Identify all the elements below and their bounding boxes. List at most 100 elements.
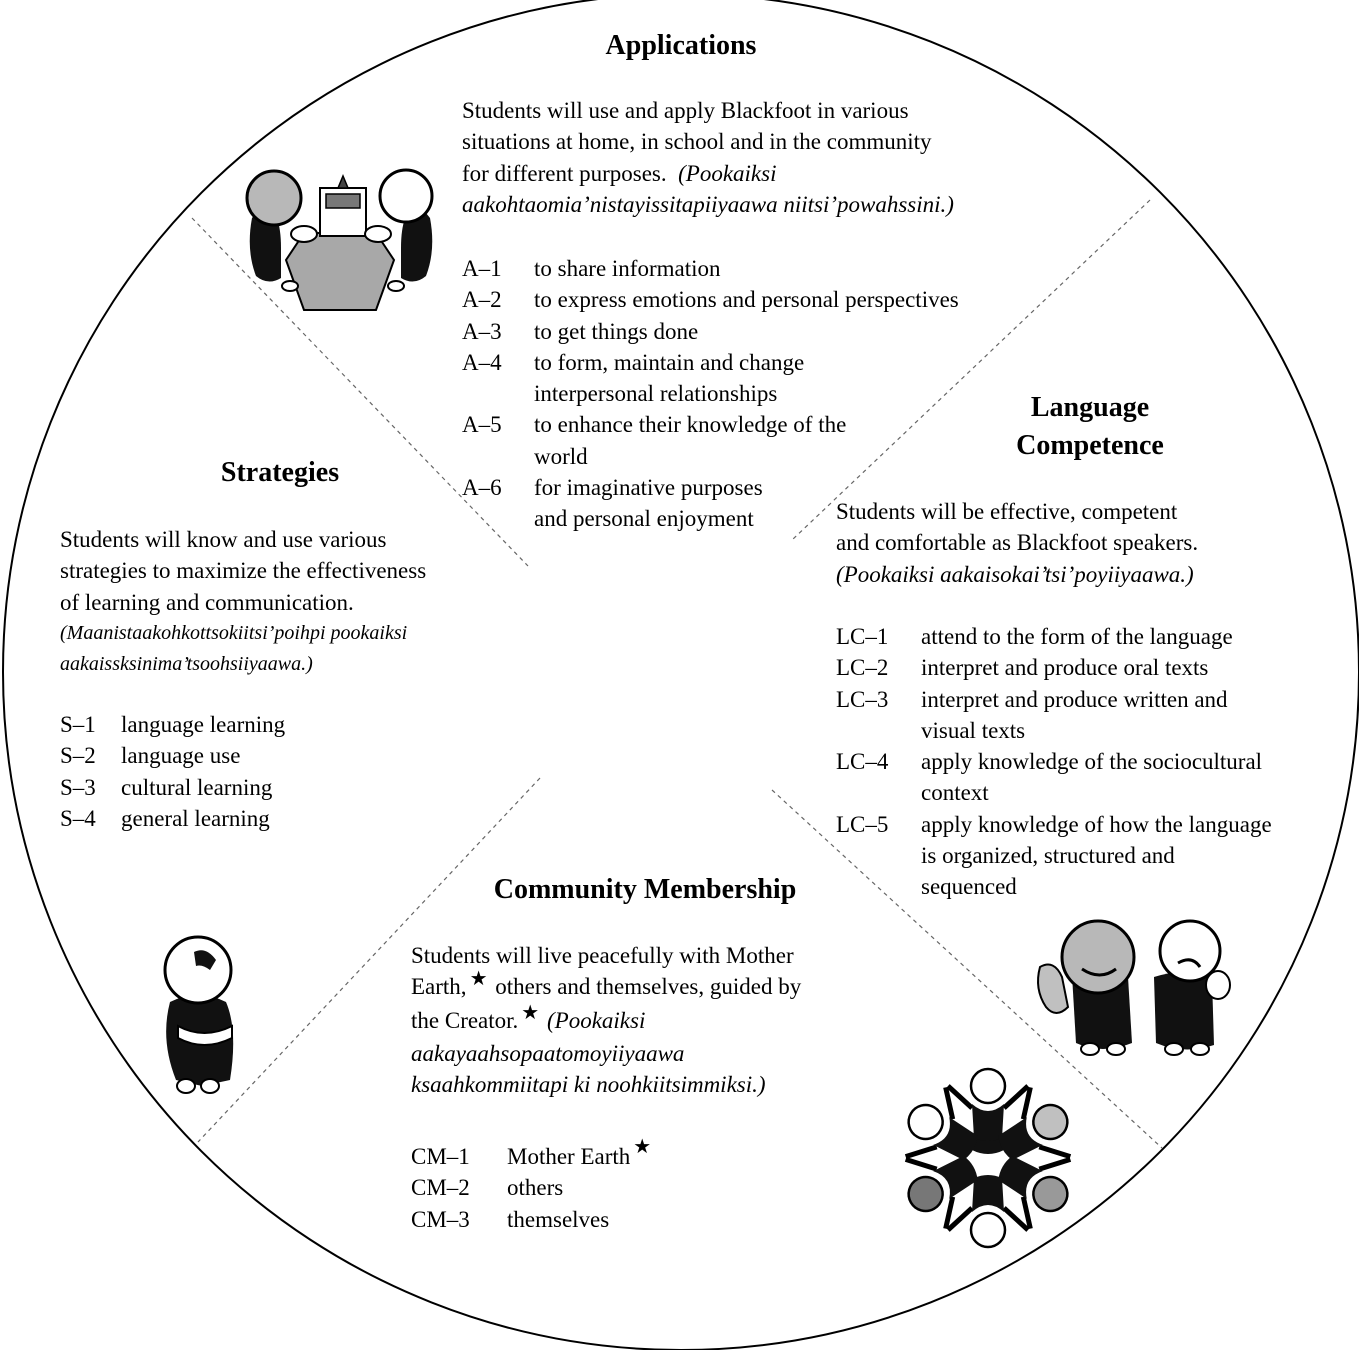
- desc-line: Students will be effective, competent: [836, 499, 1178, 524]
- thinking-person-icon: [163, 935, 234, 1094]
- outcome-text: themselves: [507, 1206, 610, 1232]
- strategies-description: Students will know and use various strat…: [60, 524, 426, 680]
- desc-line-text: for different purposes.: [462, 160, 667, 186]
- divider-top-right: [791, 199, 1151, 541]
- community-membership-title: Community Membership: [493, 874, 797, 905]
- language-competence-title: Language Competence: [990, 389, 1190, 465]
- outcome-code: LC–3: [836, 686, 889, 712]
- outcome-code: CM–1: [411, 1144, 470, 1169]
- outcome-text: Mother Earth: [507, 1144, 631, 1169]
- outcome-item: CM–3 themselves: [411, 1204, 653, 1235]
- strategies-outcomes-list: S–1 language learning S–2 language use S–3…: [60, 709, 285, 834]
- blackfoot-translation: (Pookaiksi: [546, 1007, 646, 1033]
- outcome-item: LC–4 apply knowledge of the sociocultural…: [836, 746, 1272, 809]
- outcome-text: to get things done: [534, 318, 699, 344]
- desc-line: of learning and communication.: [60, 589, 354, 615]
- outcome-text: to share information: [534, 256, 721, 281]
- outcome-code: CM–2: [411, 1175, 470, 1201]
- outcome-text: general learning: [121, 805, 270, 831]
- desc-line: and comfortable as Blackfoot speakers.: [836, 530, 1199, 556]
- blackfoot-translation: (Maanistaakohkottsokiitsi’poihpi pookaik…: [60, 621, 408, 644]
- outcome-text: for imaginative purposes: [534, 475, 763, 501]
- outcome-text: context: [921, 780, 989, 806]
- outcome-code: CM–3: [411, 1206, 470, 1232]
- people-at-table-icon: [245, 168, 434, 311]
- outcome-text: language learning: [121, 712, 286, 737]
- outcome-code: A–4: [462, 349, 502, 375]
- desc-line: for different purposes. (Pookaiksi: [462, 158, 954, 189]
- outcome-code: LC–5: [836, 811, 889, 837]
- outcome-code: LC–4: [836, 749, 889, 775]
- language-competence-description: Students will be effective, competent an…: [836, 496, 1198, 590]
- outcome-item: LC–5 apply knowledge of how the language i…: [836, 809, 1272, 903]
- blackfoot-translation: (Pookaiksi: [678, 160, 777, 186]
- divider-bottom-right: [771, 789, 1163, 1149]
- blackfoot-translation: aakaissksinima’tsoohsiiyaawa.): [60, 653, 313, 676]
- outcome-text: to enhance their knowledge of the: [534, 412, 847, 438]
- outcome-text: is organized, structured and: [921, 843, 1175, 869]
- outcome-code: LC–2: [836, 655, 889, 681]
- outcome-text: and personal enjoyment: [534, 506, 754, 532]
- desc-line-text: Earth,: [411, 974, 467, 1000]
- outcome-item: S–3 cultural learning: [60, 772, 285, 803]
- desc-line: Students will use and apply Blackfoot in…: [462, 98, 909, 123]
- outcome-code: A–1: [462, 256, 502, 281]
- outcome-text: interpret and produce oral texts: [921, 655, 1209, 681]
- outcome-item: S–2 language use: [60, 740, 285, 771]
- outcome-text: sequenced: [921, 874, 1017, 900]
- title-line: Language: [1030, 392, 1150, 423]
- title-line: Competence: [1016, 430, 1164, 461]
- desc-line-text: others and themselves, guided by: [495, 974, 802, 1000]
- strategies-title: Strategies: [220, 457, 340, 488]
- outcome-text: interpersonal relationships: [534, 381, 778, 407]
- circle-of-people-icon: [904, 1067, 1072, 1249]
- outcome-item: A–3 to get things done: [462, 316, 959, 347]
- desc-line: strategies to maximize the effectiveness: [60, 558, 427, 584]
- blackfoot-translation: aakayaahsopaatomoyiiyaawa: [411, 1040, 685, 1066]
- applications-description: Students will use and apply Blackfoot in…: [462, 95, 954, 220]
- outcome-text: language use: [121, 743, 241, 769]
- outcome-code: A–3: [462, 318, 502, 344]
- desc-line: the Creator.★ (Pookaiksi: [411, 1001, 801, 1038]
- divider-lines: [191, 199, 1163, 1149]
- star-icon: ★: [521, 1001, 540, 1024]
- outcome-text: apply knowledge of how the language: [921, 811, 1272, 837]
- outcome-code: LC–1: [836, 624, 889, 649]
- outcome-item: LC–2 interpret and produce oral texts: [836, 652, 1272, 683]
- divider-bottom-left: [197, 777, 541, 1143]
- desc-line: situations at home, in school and in the…: [462, 129, 932, 155]
- desc-line: Students will know and use various: [60, 527, 387, 552]
- star-icon: ★: [633, 1136, 652, 1158]
- divider-top-left: [191, 217, 529, 567]
- desc-line: Earth,★ others and themselves, guided by: [411, 968, 802, 1004]
- outcome-code: S–3: [60, 774, 96, 800]
- outcome-code: S–1: [60, 712, 96, 737]
- language-competence-outcomes-list: LC–1 attend to the form of the language L…: [836, 621, 1272, 903]
- outcome-item: A–6 for imaginative purposes and personal …: [462, 472, 959, 535]
- star-icon: ★: [469, 968, 488, 991]
- outcome-item: A–1 to share information: [462, 253, 959, 284]
- outcome-text: attend to the form of the language: [921, 624, 1233, 649]
- blackfoot-translation: ksaahkommiitapi ki noohkiitsimmiksi.): [411, 1072, 766, 1098]
- outcome-code: A–6: [462, 475, 502, 501]
- desc-line-text: the Creator.: [411, 1007, 519, 1033]
- outcome-text: cultural learning: [121, 774, 273, 800]
- blackfoot-translation: (Pookaiksi aakaisokai’tsi’poyiiyaawa.): [836, 561, 1194, 587]
- blackfoot-translation: aakohtaomia’nistayissitapiiyaawa niitsi’…: [462, 191, 954, 217]
- outcome-text: visual texts: [921, 717, 1026, 743]
- outcome-item: LC–1 attend to the form of the language: [836, 621, 1272, 652]
- outcome-text: world: [534, 443, 588, 469]
- outcome-code: A–2: [462, 287, 502, 313]
- outcome-text: apply knowledge of the sociocultural: [921, 749, 1263, 775]
- outcome-code: S–2: [60, 743, 96, 769]
